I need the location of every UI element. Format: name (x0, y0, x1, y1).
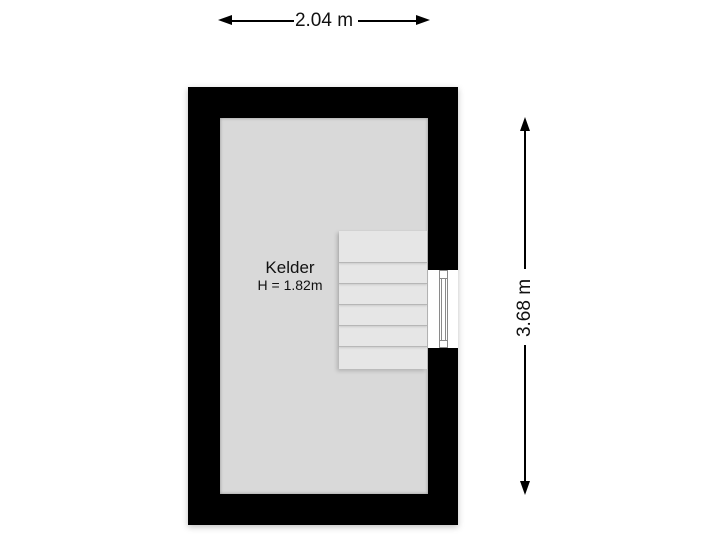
window-opening (428, 270, 458, 348)
stair-step (339, 305, 427, 326)
arrow-left-icon (218, 15, 232, 25)
staircase (339, 231, 427, 369)
dimension-line-left (228, 20, 294, 22)
room-label: Kelder H = 1.82m (230, 259, 350, 292)
stair-step (339, 326, 427, 347)
window-sill-top (439, 278, 448, 279)
arrow-right-icon (416, 15, 430, 25)
room-height: H = 1.82m (257, 277, 323, 293)
arrow-down-icon (520, 481, 530, 495)
stair-step (339, 231, 427, 263)
dimension-line-top (524, 127, 526, 269)
window-sill-bottom (439, 340, 448, 341)
arrow-up-icon (520, 117, 530, 131)
window-frame (439, 270, 448, 348)
room-name: Kelder (265, 258, 315, 277)
dimension-line-bottom (524, 345, 526, 485)
dimension-line-right (358, 20, 420, 22)
stair-step (339, 263, 427, 284)
depth-label: 3.68 m (514, 278, 535, 338)
width-label: 2.04 m (294, 10, 354, 31)
depth-dimension: 3.68 m (514, 117, 536, 495)
stair-step (339, 284, 427, 305)
width-dimension: 2.04 m (218, 10, 430, 32)
window-glass (441, 278, 446, 340)
